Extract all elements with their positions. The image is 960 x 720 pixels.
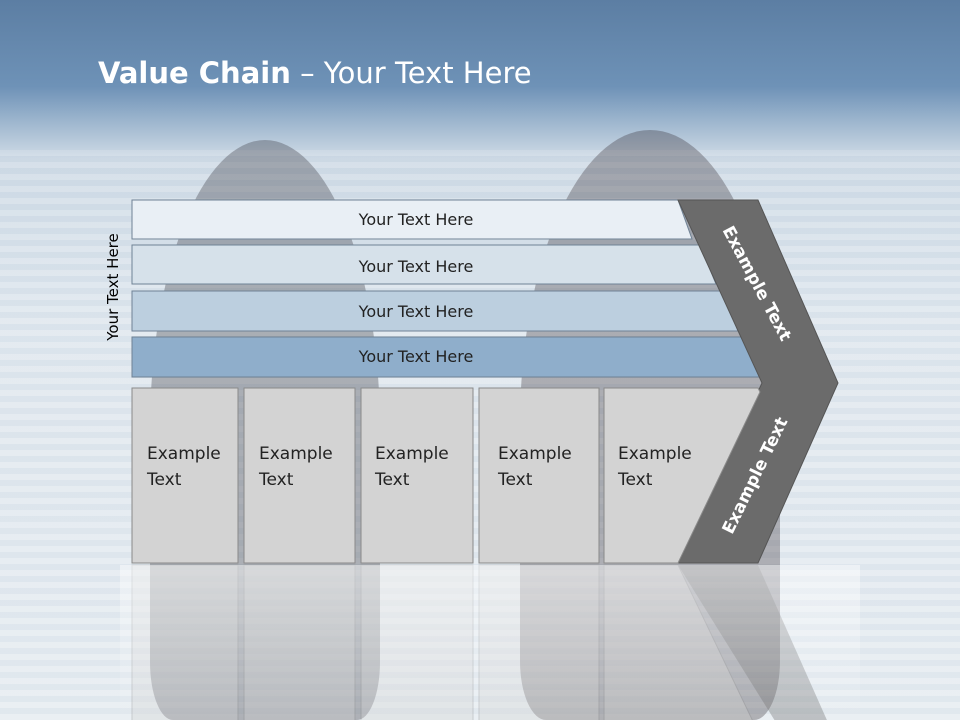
band-2-label: Your Text Here (358, 257, 474, 276)
activity-box-1 (131, 387, 239, 564)
chevron-arrow (677, 199, 839, 564)
activity-box-4 (478, 387, 600, 564)
box-4-line1: Example (498, 444, 572, 464)
box-5-line1: Example (618, 444, 692, 464)
reflection-fade (120, 565, 860, 720)
box-4-line2: Text (497, 470, 533, 490)
box-5-line2: Text (617, 470, 653, 490)
activity-box-3 (360, 387, 474, 564)
box-2-line2: Text (258, 470, 294, 490)
title-rest: – Your Text Here (290, 56, 532, 90)
box-3-line1: Example (375, 444, 449, 464)
band-1 (131, 199, 693, 240)
band-3-label: Your Text Here (358, 302, 474, 321)
band-2 (131, 244, 717, 285)
slide-title: Value Chain – Your Text Here (98, 56, 532, 90)
band-4-label: Your Text Here (358, 347, 474, 366)
box-2-line1: Example (259, 444, 333, 464)
band-1-label: Your Text Here (358, 210, 474, 229)
box-3-line2: Text (374, 470, 410, 490)
box-1-line1: Example (147, 444, 221, 464)
activity-box-2 (243, 387, 356, 564)
activity-box-5 (603, 387, 761, 564)
title-bold: Value Chain (98, 56, 291, 90)
box-1-line2: Text (146, 470, 182, 490)
